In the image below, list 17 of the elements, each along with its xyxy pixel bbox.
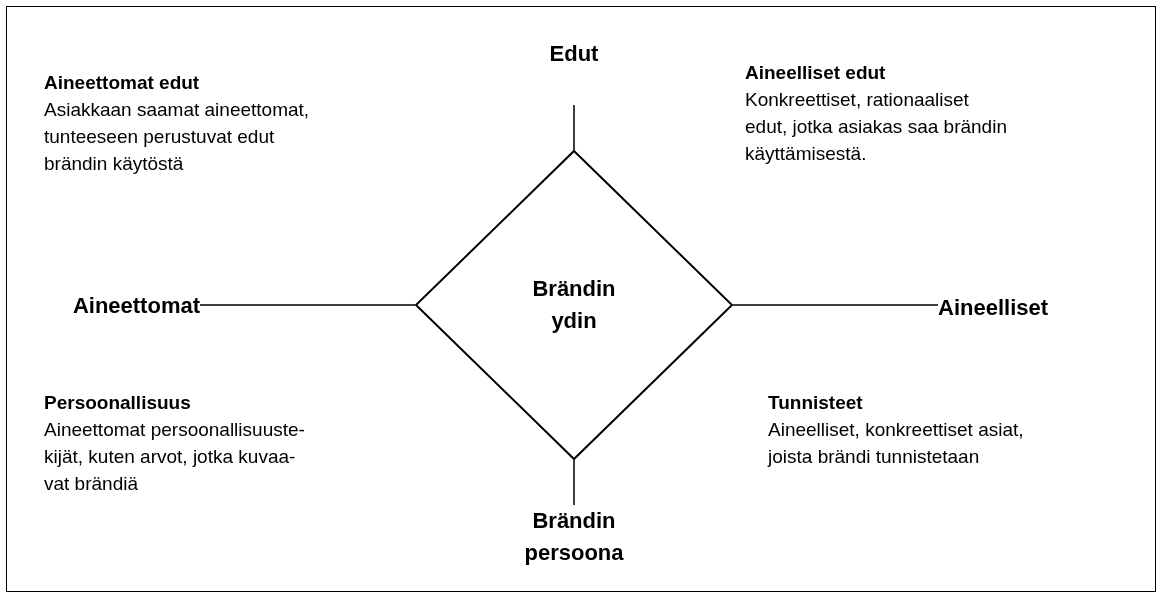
node-label: Brändin persoona (523, 507, 625, 567)
node-label: Aineelliset (938, 294, 1049, 323)
node-label: Brändin ydin (531, 275, 617, 335)
quadrant-description: Asiakkaan saamat aineettomat, tunteeseen perustuvat edut brändin käytöstä (44, 97, 311, 176)
connector-line (199, 304, 416, 306)
connector-line (573, 104, 575, 151)
quadrant-heading: Persoonallisuus (44, 391, 192, 415)
quadrant-heading: Aineelliset edut (745, 61, 887, 85)
quadrant-heading: Tunnisteet (768, 391, 864, 415)
connector-line (573, 459, 575, 506)
quadrant-heading: Aineettomat edut (44, 71, 201, 95)
connector-line (732, 304, 939, 306)
node-label: Edut (549, 40, 599, 68)
quadrant-description: Aineettomat persoonallisuuste- kijät, kuten arvot, jotka kuvaa- vat brändiä (44, 417, 306, 496)
quadrant-description: Aineelliset, konkreettiset asiat, joista brändi tunnistetaan (768, 417, 1025, 469)
quadrant-description: Konkreettiset, rationaaliset edut, jotka asiakas saa brändin käyttämisestä. (745, 87, 1008, 166)
node-label: Aineettomat (72, 292, 200, 321)
